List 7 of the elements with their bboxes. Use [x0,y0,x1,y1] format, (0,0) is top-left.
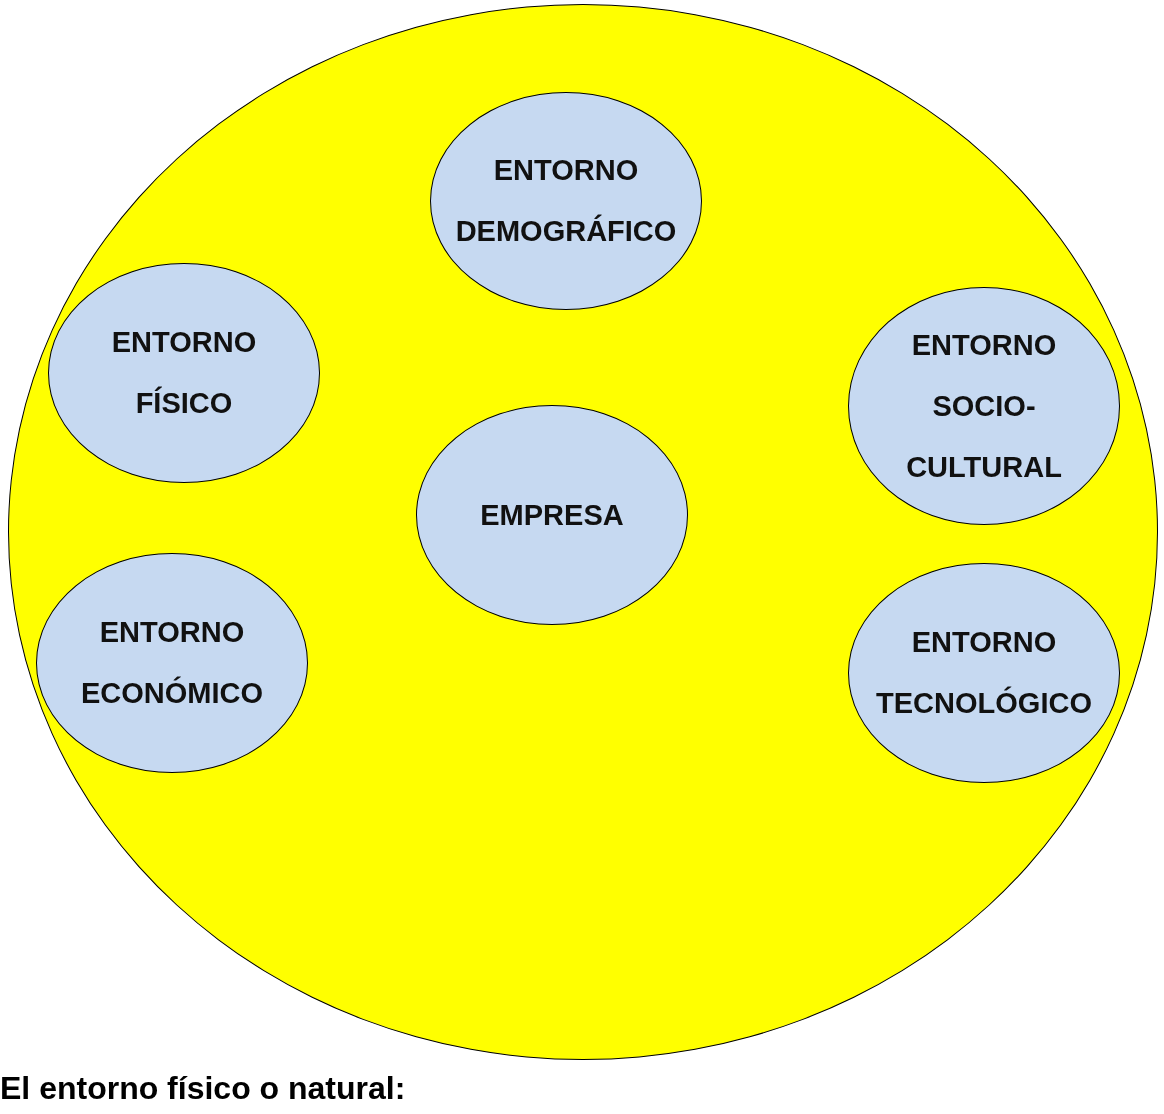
heading-text: El entorno físico o natural: [0,1070,406,1107]
node-label: ENTORNO FÍSICO [110,325,258,421]
node-label: EMPRESA [480,497,624,533]
node-label: ENTORNO ECONÓMICO [79,615,265,711]
node-label: ENTORNO DEMOGRÁFICO [454,153,678,249]
node-label: ENTORNO SOCIO- CULTURAL [905,327,1063,485]
node-label: ENTORNO TECNOLÓGICO [875,625,1093,721]
